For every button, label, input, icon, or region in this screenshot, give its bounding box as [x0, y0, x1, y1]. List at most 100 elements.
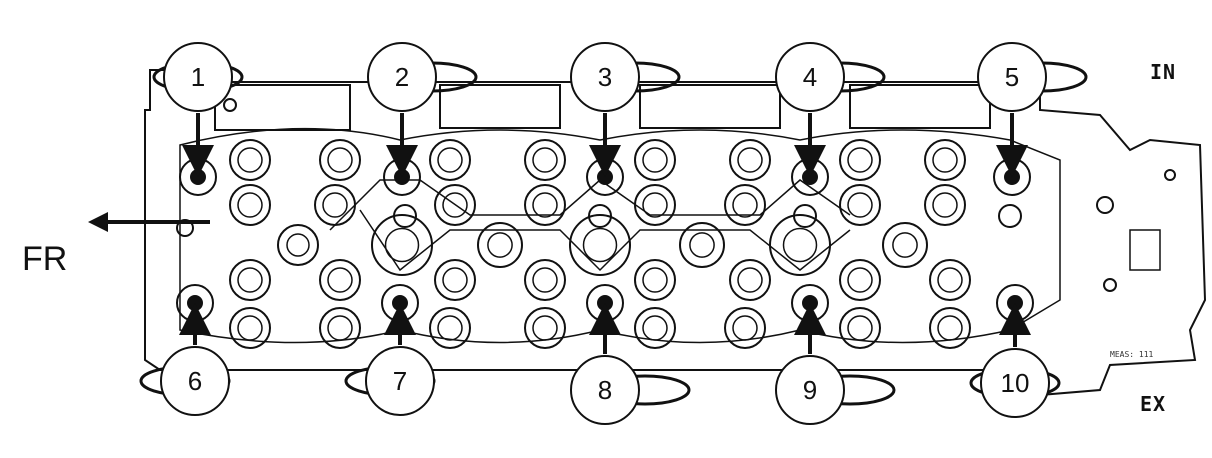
- valve-seat-inner: [327, 267, 353, 293]
- bolt-callout-5: 5: [977, 42, 1088, 112]
- chamber-bore: [477, 222, 523, 268]
- callout-circle: [365, 346, 435, 416]
- bolt-callout-10: 10: [969, 348, 1061, 418]
- bolt-callout-7: 7: [344, 346, 436, 416]
- head-bolt-center: [597, 295, 613, 311]
- valve-seat-inner: [642, 267, 668, 293]
- valve-seat-inner: [847, 192, 873, 218]
- valve-seat-inner: [237, 267, 263, 293]
- small-port: [998, 204, 1022, 228]
- chamber-bore-inner: [689, 232, 715, 258]
- head-bolt-center: [802, 295, 818, 311]
- cylinder-head-outline: [144, 69, 1207, 397]
- exhaust-side-label: EX: [1140, 392, 1167, 416]
- small-port: [588, 204, 612, 228]
- chamber-bore-inner: [286, 233, 310, 257]
- chamber-bore: [769, 214, 831, 276]
- callout-circle: [367, 42, 437, 112]
- valve-seat: [429, 307, 471, 349]
- valve-seat-inner: [737, 267, 763, 293]
- valve-seat-inner: [937, 267, 963, 293]
- callout-circle: [160, 346, 230, 416]
- callout-number: 1: [191, 62, 205, 92]
- valve-seat-inner: [732, 192, 758, 218]
- head-bolt-center: [597, 169, 613, 185]
- callout-number: 10: [1001, 368, 1030, 398]
- valve-seat-inner: [237, 315, 263, 341]
- callout-circle: [163, 42, 233, 112]
- valve-seat: [434, 184, 476, 226]
- chamber-bore-inner: [782, 227, 818, 263]
- valve-seat: [724, 307, 766, 349]
- valve-seat: [229, 259, 271, 301]
- valve-seat: [839, 259, 881, 301]
- valve-seat: [729, 139, 771, 181]
- valve-seat: [524, 139, 566, 181]
- head-bolt-center: [394, 169, 410, 185]
- callout-number: 8: [598, 375, 612, 405]
- valve-seat: [524, 184, 566, 226]
- chamber-bore-inner: [582, 227, 618, 263]
- chamber-bore-inner: [892, 232, 918, 258]
- callout-number: 5: [1005, 62, 1019, 92]
- callout-number: 2: [395, 62, 409, 92]
- callout-circle: [775, 42, 845, 112]
- valve-seat-inner: [642, 147, 668, 173]
- valve-seat: [314, 184, 356, 226]
- intake-side-label: IN: [1150, 60, 1177, 84]
- valve-seat-inner: [237, 192, 263, 218]
- callout-number: 4: [803, 62, 817, 92]
- callout-number: 6: [188, 366, 202, 396]
- valve-seat: [924, 139, 966, 181]
- valve-seat: [524, 307, 566, 349]
- measurement-note: MEAS: 111: [1110, 350, 1154, 359]
- bolt-callout-6: 6: [139, 346, 231, 416]
- chamber-bore: [882, 222, 928, 268]
- valve-seat-inner: [437, 147, 463, 173]
- combustion-chambers: [277, 204, 1022, 276]
- valve-seat: [229, 307, 271, 349]
- valve-seat: [634, 139, 676, 181]
- valve-seat: [839, 184, 881, 226]
- chamber-bore: [371, 214, 433, 276]
- valve-seat: [319, 307, 361, 349]
- valve-seat-inner: [442, 192, 468, 218]
- valve-seats: [229, 139, 971, 349]
- bolt-holes: [176, 158, 1034, 322]
- valve-seat: [429, 139, 471, 181]
- valve-seat-inner: [532, 315, 558, 341]
- chamber-bore: [569, 214, 631, 276]
- valve-seat: [319, 139, 361, 181]
- head-bolt-center: [190, 169, 206, 185]
- head-bolt-center: [392, 295, 408, 311]
- valve-seat-inner: [642, 192, 668, 218]
- valve-seat-inner: [847, 267, 873, 293]
- valve-seat: [839, 307, 881, 349]
- callout-circle: [977, 42, 1047, 112]
- valve-seat: [724, 184, 766, 226]
- valve-seat-inner: [732, 315, 758, 341]
- bolt-callout-1: 1: [152, 42, 244, 112]
- front-arrowhead-icon: [88, 212, 108, 232]
- chamber-bore: [277, 224, 319, 266]
- valve-seat-inner: [437, 315, 463, 341]
- bolt-callout-2: 2: [367, 42, 478, 112]
- valve-seat-inner: [847, 315, 873, 341]
- bolt-callout-4: 4: [775, 42, 886, 112]
- valve-seat: [839, 139, 881, 181]
- valve-seat: [229, 184, 271, 226]
- bolt-arrows: [179, 113, 1031, 354]
- callout-number: 3: [598, 62, 612, 92]
- valve-seat-inner: [532, 267, 558, 293]
- front-label: FR: [22, 240, 68, 278]
- valve-seat-inner: [847, 147, 873, 173]
- callout-circle: [570, 42, 640, 112]
- head-bolt-center: [187, 295, 203, 311]
- valve-seat-inner: [322, 192, 348, 218]
- head-bolt-center: [1004, 169, 1020, 185]
- valve-seat-inner: [642, 315, 668, 341]
- valve-seat-inner: [532, 192, 558, 218]
- callout-circle: [570, 355, 640, 425]
- valve-seat-inner: [237, 147, 263, 173]
